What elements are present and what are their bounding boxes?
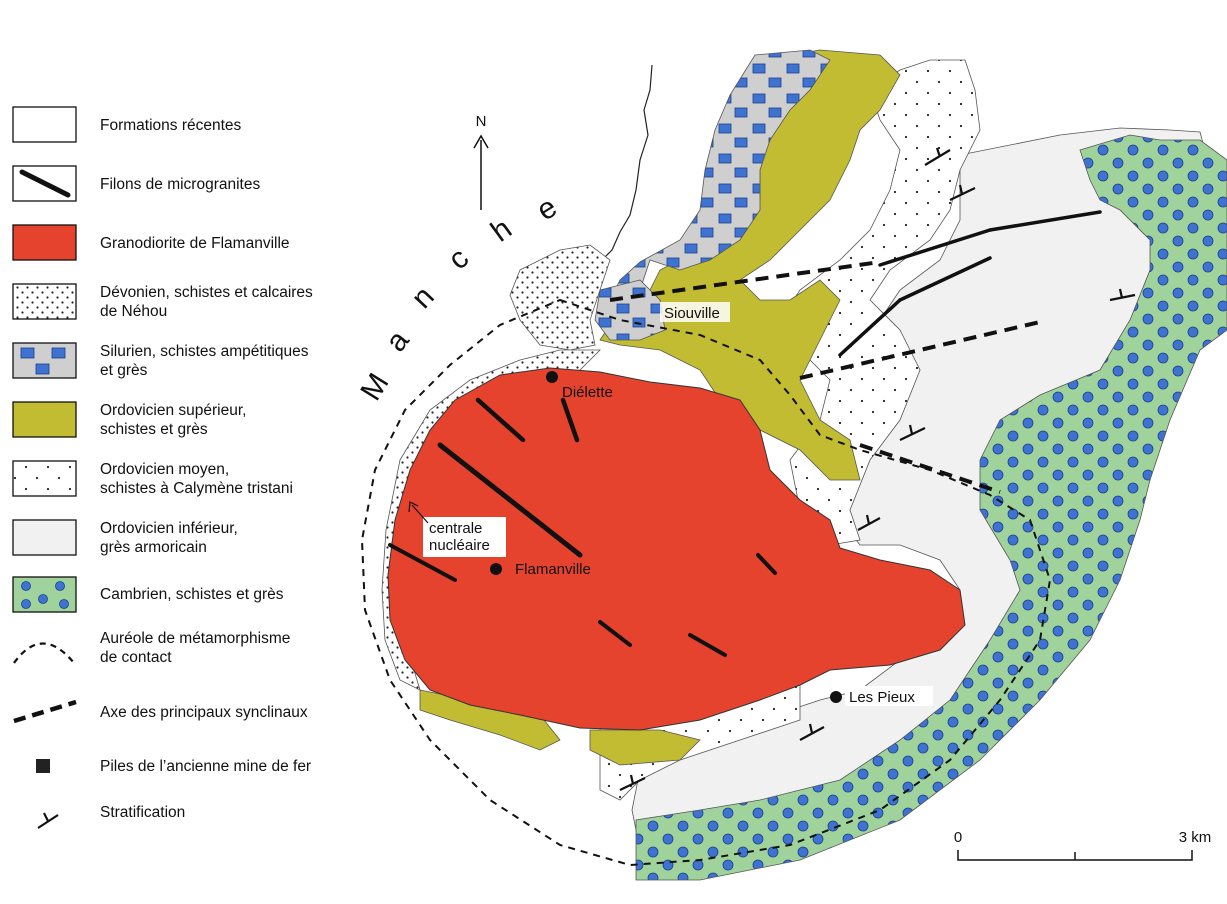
legend-label: Cambrien, schistes et grès <box>100 586 284 603</box>
legend-label: Ordovicien moyen, <box>100 461 229 478</box>
granodiorite-zone <box>387 367 966 731</box>
ordovicien-moyen-zone <box>779 59 981 546</box>
legend-label: Ordovicien supérieur, <box>100 402 246 419</box>
legend-label: Granodiorite de Flamanville <box>100 235 290 252</box>
north-arrow: N <box>473 113 489 210</box>
metamorphic-aureole <box>360 298 1052 867</box>
silurien-zone <box>609 49 831 311</box>
sea-letter: n <box>405 280 441 315</box>
legend-label: Formations récentes <box>100 117 242 134</box>
place-centrale-nucleaire: centrale nucléaire <box>408 501 506 557</box>
legend-item-aureole: Auréole de métamorphisme de contact <box>13 630 290 666</box>
legend-label: Auréole de métamorphisme <box>100 630 290 647</box>
cambrien-zone <box>635 134 1227 881</box>
cambrien-dot-symbol <box>55 581 65 591</box>
place-flamanville: Flamanville <box>490 561 591 578</box>
legend-label: Stratification <box>100 804 185 821</box>
swatch-devonien <box>12 283 77 320</box>
silurien-square-symbol <box>51 347 66 359</box>
legend-label-line2: schistes et grès <box>100 421 208 438</box>
les-pieux-marker <box>830 691 842 703</box>
legend-label-line2: de Néhou <box>100 303 167 320</box>
silurien-square-symbol <box>20 347 35 359</box>
stratification-symbols <box>619 147 1136 791</box>
legend-item-devonien: Dévonien, schistes et calcaires de Néhou <box>12 283 313 320</box>
legend-label-line2: et grès <box>100 362 148 379</box>
coastline <box>599 64 653 263</box>
legend-label-line2: grès armoricain <box>100 539 207 556</box>
legend-item-cambrien: Cambrien, schistes et grès <box>12 576 284 613</box>
cambrien-dot-symbol <box>21 599 31 609</box>
label-background <box>660 302 730 322</box>
legend-item-ordovicien-moyen: Ordovicien moyen, schistes à Calymène tr… <box>12 460 293 497</box>
sea-letter: a <box>379 324 415 358</box>
place-siouville: Siouville <box>660 302 730 322</box>
legend-item-silurien: Silurien, schistes ampétitiques et grès <box>12 342 309 379</box>
flamanville-label: Flamanville <box>515 561 591 578</box>
sea-letter: e <box>531 191 563 228</box>
filon-symbol <box>19 169 71 198</box>
flamanville-marker <box>490 563 502 575</box>
microgranite-dykes <box>388 210 1102 657</box>
scale-end-label: 3 km <box>1179 829 1212 846</box>
centrale-label-line1: centrale <box>429 520 482 537</box>
swatch-ordovicien-moyen <box>12 460 77 497</box>
sea-letter: M <box>354 368 395 407</box>
north-label: N <box>476 113 487 130</box>
legend: Formations récentes Filons de micrograni… <box>12 106 313 829</box>
centrale-label-line2: nucléaire <box>429 537 490 554</box>
dielette-marker <box>546 371 558 383</box>
label-background <box>423 517 506 557</box>
synclinal-axes <box>609 260 1041 494</box>
ordovicien-superieur-south-zone-2 <box>589 729 701 766</box>
legend-item-mine-piles: Piles de l’ancienne mine de fer <box>36 758 311 775</box>
swatch-ordovicien-inferieur <box>12 519 77 556</box>
legend-item-synclinal-axis: Axe des principaux synclinaux <box>13 699 308 724</box>
legend-label-line2: schistes à Calymène tristani <box>100 480 293 497</box>
dielette-label: Diélette <box>562 384 613 401</box>
legend-item-stratification: Stratification <box>37 804 185 829</box>
legend-item-recent: Formations récentes <box>12 106 242 143</box>
legend-label: Dévonien, schistes et calcaires <box>100 284 313 301</box>
swatch-recent <box>12 106 77 143</box>
scale-bar: 0 3 km <box>954 829 1212 861</box>
cambrien-dot-symbol <box>21 581 31 591</box>
legend-label: Filons de microgranites <box>100 176 260 193</box>
legend-label: Ordovicien inférieur, <box>100 520 238 537</box>
scale-start-label: 0 <box>954 829 962 846</box>
legend-item-ordovicien-superieur: Ordovicien supérieur, schistes et grès <box>12 401 246 438</box>
siouville-label: Siouville <box>664 305 720 322</box>
legend-label: Piles de l’ancienne mine de fer <box>100 758 311 775</box>
legend-label-line2: de contact <box>100 649 172 666</box>
legend-label: Axe des principaux synclinaux <box>100 704 308 721</box>
devonien-zone <box>509 244 611 351</box>
place-dielette: Diélette <box>546 371 613 401</box>
cambrien-dot-symbol <box>38 594 48 604</box>
swatch-ordovicien-superieur <box>12 401 77 438</box>
legend-item-granodiorite: Granodiorite de Flamanville <box>12 224 290 261</box>
centrale-pointer-line <box>411 504 429 524</box>
sea-letter: h <box>485 212 518 249</box>
place-les-pieux: Les Pieux <box>830 686 933 706</box>
ordovicien-superieur-zone <box>599 49 901 481</box>
swatch-granodiorite <box>12 224 77 261</box>
cambrien-dot-symbol <box>59 599 69 609</box>
sea-letter: c <box>442 242 475 277</box>
les-pieux-label: Les Pieux <box>849 689 915 706</box>
label-background <box>845 686 933 706</box>
legend-label: Silurien, schistes ampétitiques <box>100 343 309 360</box>
mine-pile-symbol <box>36 759 50 773</box>
silurien-square-symbol <box>35 363 50 375</box>
aureole-symbol <box>13 642 75 664</box>
legend-item-ordovicien-inferieur: Ordovicien inférieur, grès armoricain <box>12 519 238 556</box>
stratification-symbol <box>37 812 59 829</box>
legend-item-filons: Filons de microgranites <box>12 165 260 202</box>
synclinal-axis-symbol <box>13 699 77 724</box>
centrale-pointer-arrowhead <box>408 501 419 513</box>
map-area: N M a n c h e Siouville Diélette Flamanv… <box>354 49 1227 881</box>
north-arrow-head <box>473 134 489 149</box>
